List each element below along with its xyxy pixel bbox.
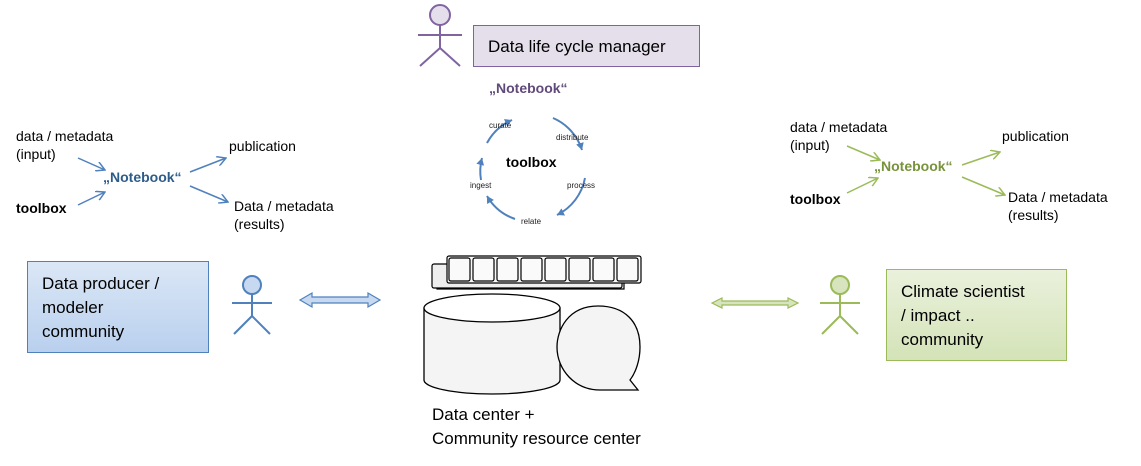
producer-toolbox-label: toolbox — [16, 200, 67, 216]
scientist-label-line1: Climate scientist — [901, 282, 1025, 301]
producer-label-line2: modeler — [42, 298, 104, 317]
producer-input-line1: data / metadata — [16, 128, 114, 144]
cycle-step-ingest: ingest — [470, 181, 492, 190]
scientist-notebook-label: „Notebook“ — [874, 158, 953, 174]
manager-label: Data life cycle manager — [488, 37, 666, 56]
data-center-caption-line1: Data center + — [432, 405, 535, 424]
producer-results-line1: Data / metadata — [234, 198, 334, 214]
producer-notebook-label: „Notebook“ — [103, 169, 182, 185]
producer-label-box: Data producer / modeler community — [27, 261, 209, 353]
scientist-results-line1: Data / metadata — [1008, 189, 1108, 205]
scientist-flow-arrows — [846, 145, 1005, 195]
scientist-input-line2: (input) — [790, 137, 830, 153]
scientist-publication-label: publication — [1002, 128, 1069, 144]
resource-bubble-icon — [556, 305, 641, 391]
producer-double-arrow — [298, 291, 382, 309]
producer-label-line3: community — [42, 322, 125, 341]
scientist-results-line2: (results) — [1008, 207, 1059, 223]
database-cylinder-icon — [423, 293, 561, 395]
storage-rack-icon — [431, 255, 642, 290]
manager-label-box: Data life cycle manager — [473, 25, 700, 67]
producer-actor-icon — [232, 275, 272, 335]
cycle-step-relate: relate — [521, 217, 542, 226]
producer-input-label: data / metadata (input) — [16, 127, 113, 163]
producer-results-line2: (results) — [234, 216, 285, 232]
producer-input-line2: (input) — [16, 146, 56, 162]
scientist-input-label: data / metadata (input) — [790, 118, 887, 154]
data-center-caption-line2: Community resource center — [432, 429, 641, 448]
cycle-step-curate: curate — [489, 121, 512, 130]
cycle-step-distribute: distribute — [556, 133, 589, 142]
scientist-label-box: Climate scientist / impact .. community — [886, 269, 1067, 361]
cycle-step-process: process — [567, 181, 596, 190]
scientist-toolbox-label: toolbox — [790, 191, 841, 207]
producer-publication-label: publication — [229, 138, 296, 154]
producer-results-label: Data / metadata (results) — [234, 197, 334, 233]
scientist-results-label: Data / metadata (results) — [1008, 188, 1108, 224]
scientist-label-line3: community — [901, 330, 984, 349]
manager-actor-icon — [418, 4, 462, 67]
scientist-actor-icon — [820, 275, 860, 335]
lifecycle-cycle — [476, 117, 586, 220]
scientist-double-arrow — [710, 297, 800, 309]
manager-notebook-label: „Notebook“ — [489, 80, 568, 96]
scientist-label-line2: / impact .. — [901, 306, 975, 325]
producer-flow-arrows — [77, 158, 228, 206]
data-center-caption: Data center + Community resource center — [432, 403, 641, 451]
scientist-input-line1: data / metadata — [790, 119, 888, 135]
producer-label-line1: Data producer / — [42, 274, 160, 293]
cycle-toolbox-label: toolbox — [506, 154, 557, 170]
